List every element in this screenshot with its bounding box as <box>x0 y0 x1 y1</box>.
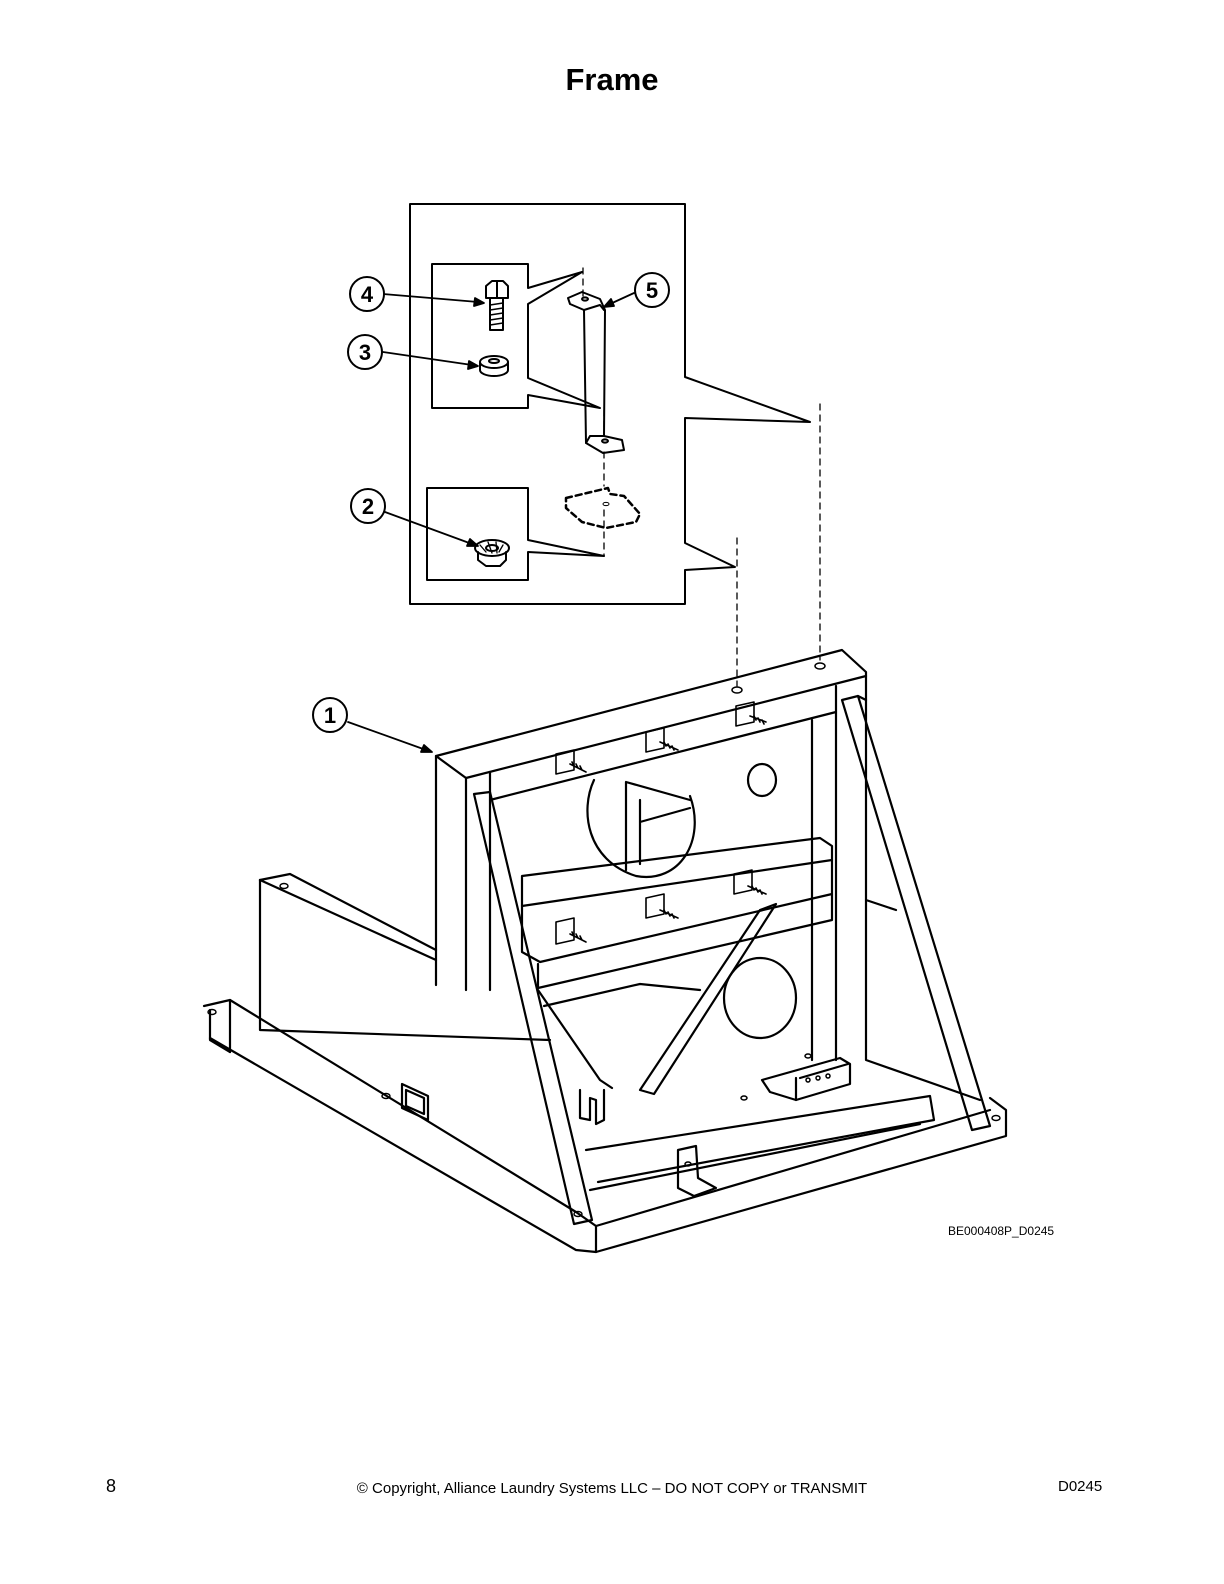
callout-label-4: 4 <box>361 282 374 307</box>
callout-label-2: 2 <box>362 494 374 519</box>
weld-studs <box>555 701 767 945</box>
callout-label-1: 1 <box>324 703 336 728</box>
sub-inset-bolt-washer <box>431 263 601 409</box>
flange-nut-part <box>474 539 510 567</box>
callout-label-3: 3 <box>359 340 371 365</box>
copyright-notice: © Copyright, Alliance Laundry Systems LL… <box>356 1480 868 1497</box>
mounting-pad-outline <box>564 486 642 530</box>
callout-leaders <box>347 292 635 753</box>
washer-part <box>479 355 509 377</box>
bolt-part <box>485 280 509 331</box>
callout-circles <box>312 272 670 733</box>
page-number: 8 <box>106 1476 117 1496</box>
callout-labels: 4 3 2 5 1 <box>324 278 658 728</box>
document-code: D0245 <box>1058 1478 1103 1495</box>
detail-inset-panel <box>409 203 811 605</box>
sub-inset-nut <box>426 487 605 581</box>
callout-label-5: 5 <box>646 278 658 303</box>
main-frame-part <box>202 648 1008 1254</box>
page-title: Frame <box>565 62 659 97</box>
figure-id: BE000408P_D0245 <box>948 1224 1055 1238</box>
z-bracket-part <box>567 291 625 454</box>
mounting-holes <box>207 662 1001 1218</box>
